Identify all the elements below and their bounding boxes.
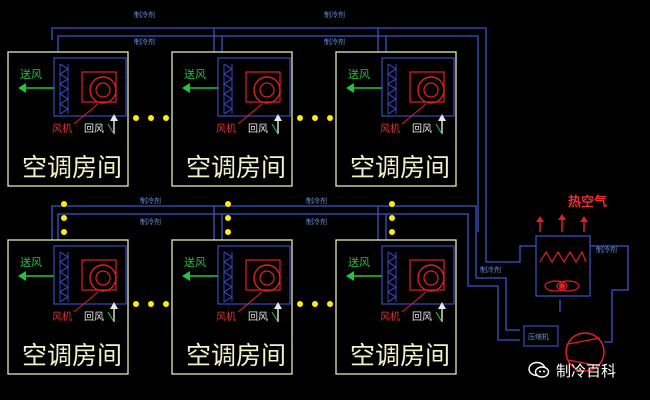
indoor-unit-casing xyxy=(53,57,127,117)
indoor-unit-casing xyxy=(217,57,291,117)
return-air-arrow-icon xyxy=(107,114,118,135)
room-title: 空调房间 xyxy=(186,341,286,370)
supply-air-arrow-icon xyxy=(18,271,54,281)
evaporator-coil xyxy=(58,63,70,115)
fan-label: 风机 xyxy=(380,122,400,135)
wechat-icon xyxy=(528,361,550,379)
indoor-unit-casing xyxy=(381,57,455,117)
return-air-label: 回风 xyxy=(412,311,432,323)
room-border xyxy=(335,51,457,187)
accumulator xyxy=(523,325,559,347)
room-border xyxy=(7,239,129,375)
room-title: 空调房间 xyxy=(22,341,122,370)
supply-air-label: 送风 xyxy=(348,67,370,81)
evaporator-coil xyxy=(222,63,234,115)
return-air-arrow-icon xyxy=(107,302,118,323)
room-title: 空调房间 xyxy=(186,153,286,182)
supply-air-label: 送风 xyxy=(348,255,370,269)
pipe-label-mid-left: 制冷剂 xyxy=(140,196,161,205)
pipe-label-top-inner-left: 制冷剂 xyxy=(134,37,155,46)
return-air-arrow-icon xyxy=(271,114,282,135)
indoor-unit-casing xyxy=(381,245,455,305)
pipe-label-mid-inner-left: 制冷剂 xyxy=(140,217,161,226)
room-unit: 送风风机回风空调房间 xyxy=(171,239,293,375)
pipe-label-mid-right: 制冷剂 xyxy=(306,196,327,205)
middle-inner-pipe xyxy=(57,213,469,258)
room-border xyxy=(7,51,129,187)
refrigerant-pipes xyxy=(51,27,629,343)
blower-fan-icon xyxy=(237,71,281,125)
fan-label: 风机 xyxy=(216,122,236,135)
watermark-text: 制冷百科 xyxy=(556,361,617,380)
room-unit: 送风风机回风空调房间 xyxy=(335,239,457,375)
room-unit: 送风风机回风空调房间 xyxy=(171,51,293,187)
blower-fan-icon xyxy=(73,71,117,125)
blower-fan-icon xyxy=(73,259,117,313)
top-inner-pipe xyxy=(57,35,479,232)
blower-fan-icon xyxy=(401,71,445,125)
supply-air-arrow-icon xyxy=(182,271,218,281)
supply-air-label: 送风 xyxy=(20,255,42,269)
return-air-label: 回风 xyxy=(248,311,268,323)
supply-air-label: 送风 xyxy=(184,67,206,81)
room-unit: 送风风机回风空调房间 xyxy=(335,51,457,187)
fan-label: 风机 xyxy=(52,310,72,323)
room-title: 空调房间 xyxy=(350,153,450,182)
evaporator-coil xyxy=(386,63,398,115)
room-unit: 送风风机回风空调房间 xyxy=(7,239,129,375)
return-air-label: 回风 xyxy=(248,123,268,135)
return-air-arrow-icon xyxy=(435,114,446,135)
return-air-label: 回风 xyxy=(84,123,104,135)
pipe-label-top-right: 制冷剂 xyxy=(324,10,345,19)
middle-outer-pipe xyxy=(51,205,477,250)
return-air-label: 回风 xyxy=(84,311,104,323)
hot-air-label: 热空气 xyxy=(568,194,607,210)
pipe-label-top-left: 制冷剂 xyxy=(134,10,155,19)
pipe-label-right-a: 制冷剂 xyxy=(480,265,501,274)
evaporator-coil xyxy=(386,251,398,303)
indoor-unit-casing xyxy=(217,245,291,305)
fan-label: 风机 xyxy=(216,310,236,323)
pipe-label-top-inner-right: 制冷剂 xyxy=(324,37,345,46)
fan-label: 风机 xyxy=(380,310,400,323)
condenser-coil xyxy=(539,250,587,264)
supply-air-arrow-icon xyxy=(182,83,218,93)
supply-air-label: 送风 xyxy=(184,255,206,269)
room-unit: 送风风机回风空调房间 xyxy=(7,51,129,187)
room-border xyxy=(171,51,293,187)
blower-fan-icon xyxy=(401,259,445,313)
rooms: 送风风机回风空调房间送风风机回风空调房间送风风机回风空调房间送风风机回风空调房间… xyxy=(7,51,457,375)
outdoor-fan-icon xyxy=(544,280,580,292)
continuation-dots xyxy=(61,115,395,307)
supply-air-arrow-icon xyxy=(18,83,54,93)
return-air-label: 回风 xyxy=(412,123,432,135)
top-outer-pipe xyxy=(51,27,487,232)
compressor-label: 压缩机 xyxy=(528,332,549,341)
fan-label: 风机 xyxy=(52,122,72,135)
pipe-label-right-b: 制冷剂 xyxy=(596,245,617,254)
return-air-arrow-icon xyxy=(271,302,282,323)
blower-fan-icon xyxy=(237,259,281,313)
outdoor-unit: 热空气 压缩机 xyxy=(523,194,607,372)
room-border xyxy=(335,239,457,375)
supply-air-arrow-icon xyxy=(346,271,382,281)
evaporator-coil xyxy=(58,251,70,303)
room-border xyxy=(171,239,293,375)
room-title: 空调房间 xyxy=(350,341,450,370)
supply-air-arrow-icon xyxy=(346,83,382,93)
indoor-unit-casing xyxy=(53,245,127,305)
return-air-arrow-icon xyxy=(435,302,446,323)
supply-air-label: 送风 xyxy=(20,67,42,81)
watermark: 制冷百科 xyxy=(528,356,616,384)
pipe-labels: 制冷剂 制冷剂 制冷剂 制冷剂 制冷剂 制冷剂 制冷剂 制冷剂 制冷剂 制冷剂 xyxy=(134,10,617,274)
pipe-label-mid-inner-right: 制冷剂 xyxy=(306,217,327,226)
compressor-icon xyxy=(565,332,605,372)
evaporator-coil xyxy=(222,251,234,303)
room-title: 空调房间 xyxy=(22,153,122,182)
